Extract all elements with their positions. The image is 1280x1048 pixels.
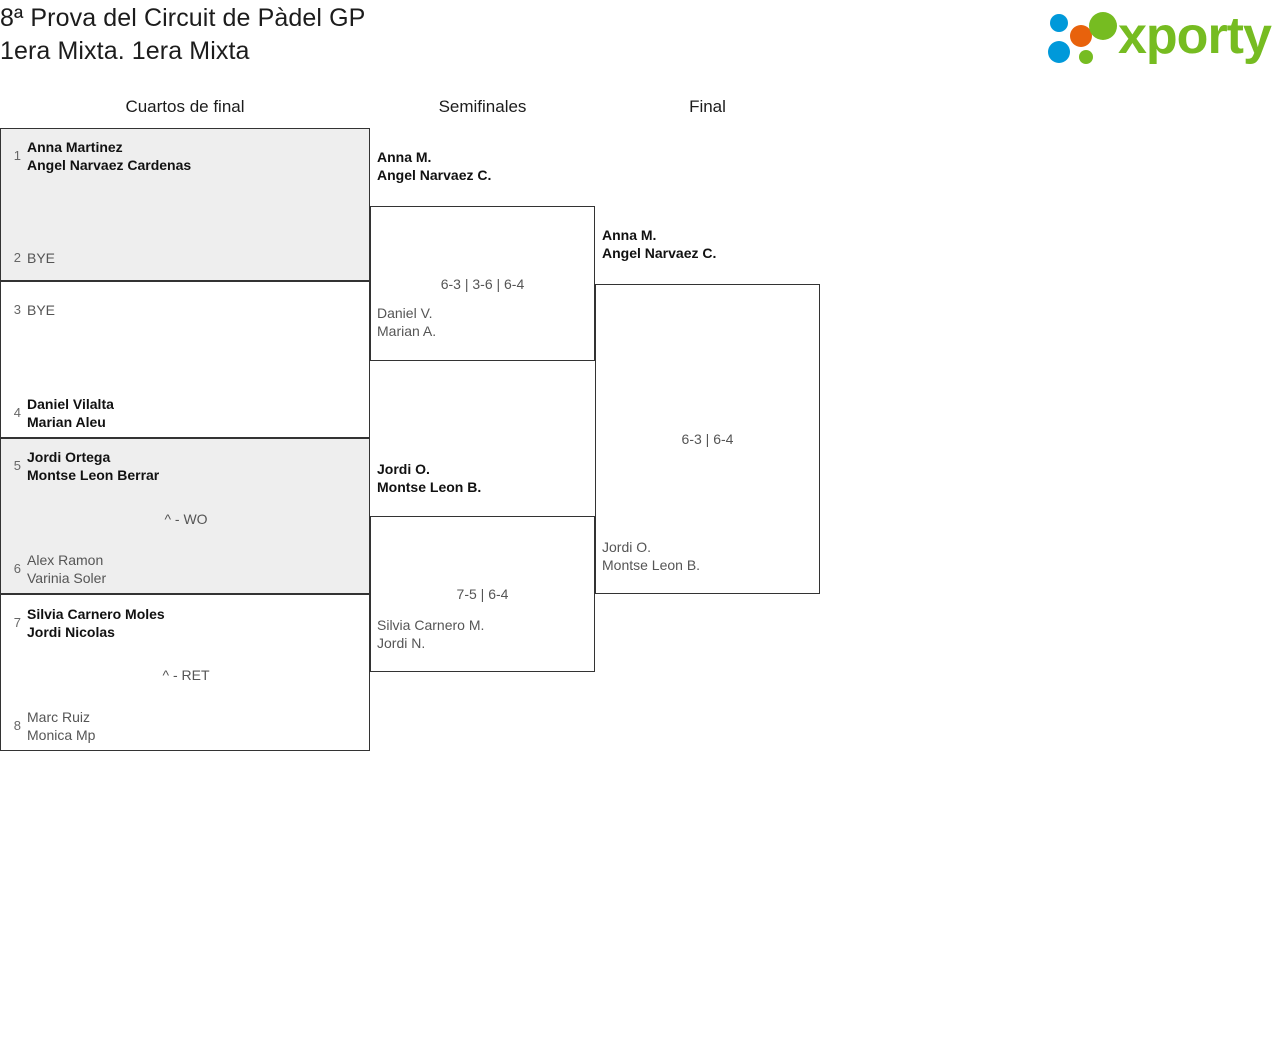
sf-match-1-top-player[interactable]: Anna M. Angel Narvaez C. — [377, 148, 491, 184]
final-match-score-box[interactable]: 6-3 | 6-4 — [595, 284, 820, 594]
player-line-2: Angel Narvaez C. — [377, 167, 492, 183]
qf-match-4-score: ^ - RET — [162, 667, 210, 683]
player-line-1: Anna Martinez — [27, 139, 123, 155]
player-line-1: Alex Ramon — [27, 552, 104, 568]
seed-number: 2 — [13, 250, 21, 265]
sf-match-2-score: 7-5 | 6-4 — [456, 586, 509, 602]
player-names: BYE — [27, 301, 55, 319]
player-names: Jordi Ortega Montse Leon Berrar — [27, 448, 159, 484]
sf-match-1-score-box[interactable]: 6-3 | 3-6 | 6-4 — [370, 206, 595, 361]
player-names: Anna Martinez Angel Narvaez Cardenas — [27, 138, 191, 174]
player-line-1: Anna M. — [602, 227, 657, 243]
seed-number: 4 — [13, 405, 21, 420]
qf-match-3-bottom-player[interactable]: 6 Alex Ramon Varinia Soler — [1, 551, 371, 587]
player-line-1: Silvia Carnero M. — [377, 617, 485, 633]
sf-match-2-bottom-player[interactable]: Silvia Carnero M. Jordi N. — [377, 616, 484, 652]
logo-dots-icon — [1048, 12, 1117, 64]
player-names: BYE — [27, 249, 55, 267]
title-line-1: 8ª Prova del Circuit de Pàdel GP — [0, 4, 366, 32]
player-line-1: BYE — [27, 302, 56, 318]
qf-match-3[interactable]: 5 Jordi Ortega Montse Leon Berrar ^ - WO… — [0, 438, 370, 594]
player-line-2: Jordi N. — [377, 635, 426, 651]
final-match-score: 6-3 | 6-4 — [681, 431, 734, 447]
qf-match-3-score: ^ - WO — [164, 511, 208, 527]
player-line-1: BYE — [27, 250, 56, 266]
qf-match-4-bottom-player[interactable]: 8 Marc Ruiz Monica Mp — [1, 708, 371, 744]
player-line-2: Jordi Nicolas — [27, 624, 115, 640]
qf-match-1-top-player[interactable]: 1 Anna Martinez Angel Narvaez Cardenas — [1, 138, 371, 174]
player-names: Daniel Vilalta Marian Aleu — [27, 395, 114, 431]
player-line-2: Montse Leon Berrar — [27, 467, 160, 483]
player-line-1: Jordi Ortega — [27, 449, 111, 465]
player-line-1: Silvia Carnero Moles — [27, 606, 165, 622]
player-line-1: Daniel Vilalta — [27, 396, 114, 412]
player-line-2: Monica Mp — [27, 727, 96, 743]
qf-match-1-bottom-player[interactable]: 2 BYE — [1, 249, 371, 267]
player-names: Alex Ramon Varinia Soler — [27, 551, 106, 587]
player-line-1: Marc Ruiz — [27, 709, 91, 725]
seed-number: 6 — [13, 561, 21, 576]
player-line-2: Montse Leon B. — [602, 557, 701, 573]
sf-match-1-score: 6-3 | 3-6 | 6-4 — [440, 275, 525, 292]
round-header-semifinals: Semifinales — [438, 97, 527, 116]
player-line-1: Jordi O. — [602, 539, 652, 555]
seed-number: 7 — [13, 615, 21, 630]
sf-match-2-score-box[interactable]: 7-5 | 6-4 — [370, 516, 595, 672]
page-title: 8ª Prova del Circuit de Pàdel GP 1era Mi… — [0, 2, 365, 68]
xporty-logo: xporty — [1048, 7, 1276, 66]
qf-match-1[interactable]: 1 Anna Martinez Angel Narvaez Cardenas 2… — [0, 128, 370, 281]
player-line-2: Marian A. — [377, 323, 437, 339]
final-match-bottom-player[interactable]: Jordi O. Montse Leon B. — [602, 538, 700, 574]
player-line-2: Montse Leon B. — [377, 479, 482, 495]
seed-number: 1 — [13, 148, 21, 163]
title-line-2: 1era Mixta. 1era Mixta — [0, 37, 250, 65]
player-line-1: Daniel V. — [377, 305, 433, 321]
player-names: Silvia Carnero Moles Jordi Nicolas — [27, 605, 165, 641]
sf-match-2-top-player[interactable]: Jordi O. Montse Leon B. — [377, 460, 481, 496]
logo-wordmark: xporty — [1118, 7, 1272, 65]
player-line-2: Angel Narvaez Cardenas — [27, 157, 192, 173]
player-line-2: Marian Aleu — [27, 414, 106, 430]
qf-match-3-top-player[interactable]: 5 Jordi Ortega Montse Leon Berrar — [1, 448, 371, 484]
player-line-2: Varinia Soler — [27, 570, 107, 586]
qf-match-4-top-player[interactable]: 7 Silvia Carnero Moles Jordi Nicolas — [1, 605, 371, 641]
round-header-final: Final — [689, 97, 726, 116]
qf-match-2-top-player[interactable]: 3 BYE — [1, 301, 371, 319]
player-line-1: Jordi O. — [377, 461, 430, 477]
seed-number: 3 — [13, 302, 21, 317]
qf-match-4[interactable]: 7 Silvia Carnero Moles Jordi Nicolas ^ -… — [0, 594, 370, 751]
qf-match-2[interactable]: 3 BYE 4 Daniel Vilalta Marian Aleu — [0, 281, 370, 438]
seed-number: 8 — [13, 718, 21, 733]
final-match-top-player[interactable]: Anna M. Angel Narvaez C. — [602, 226, 716, 262]
player-names: Marc Ruiz Monica Mp — [27, 708, 95, 744]
sf-match-1-bottom-player[interactable]: Daniel V. Marian A. — [377, 304, 436, 340]
round-header-quarterfinals: Cuartos de final — [125, 97, 245, 116]
player-line-2: Angel Narvaez C. — [602, 245, 717, 261]
qf-match-2-bottom-player[interactable]: 4 Daniel Vilalta Marian Aleu — [1, 395, 371, 431]
player-line-1: Anna M. — [377, 149, 432, 165]
seed-number: 5 — [13, 458, 21, 473]
